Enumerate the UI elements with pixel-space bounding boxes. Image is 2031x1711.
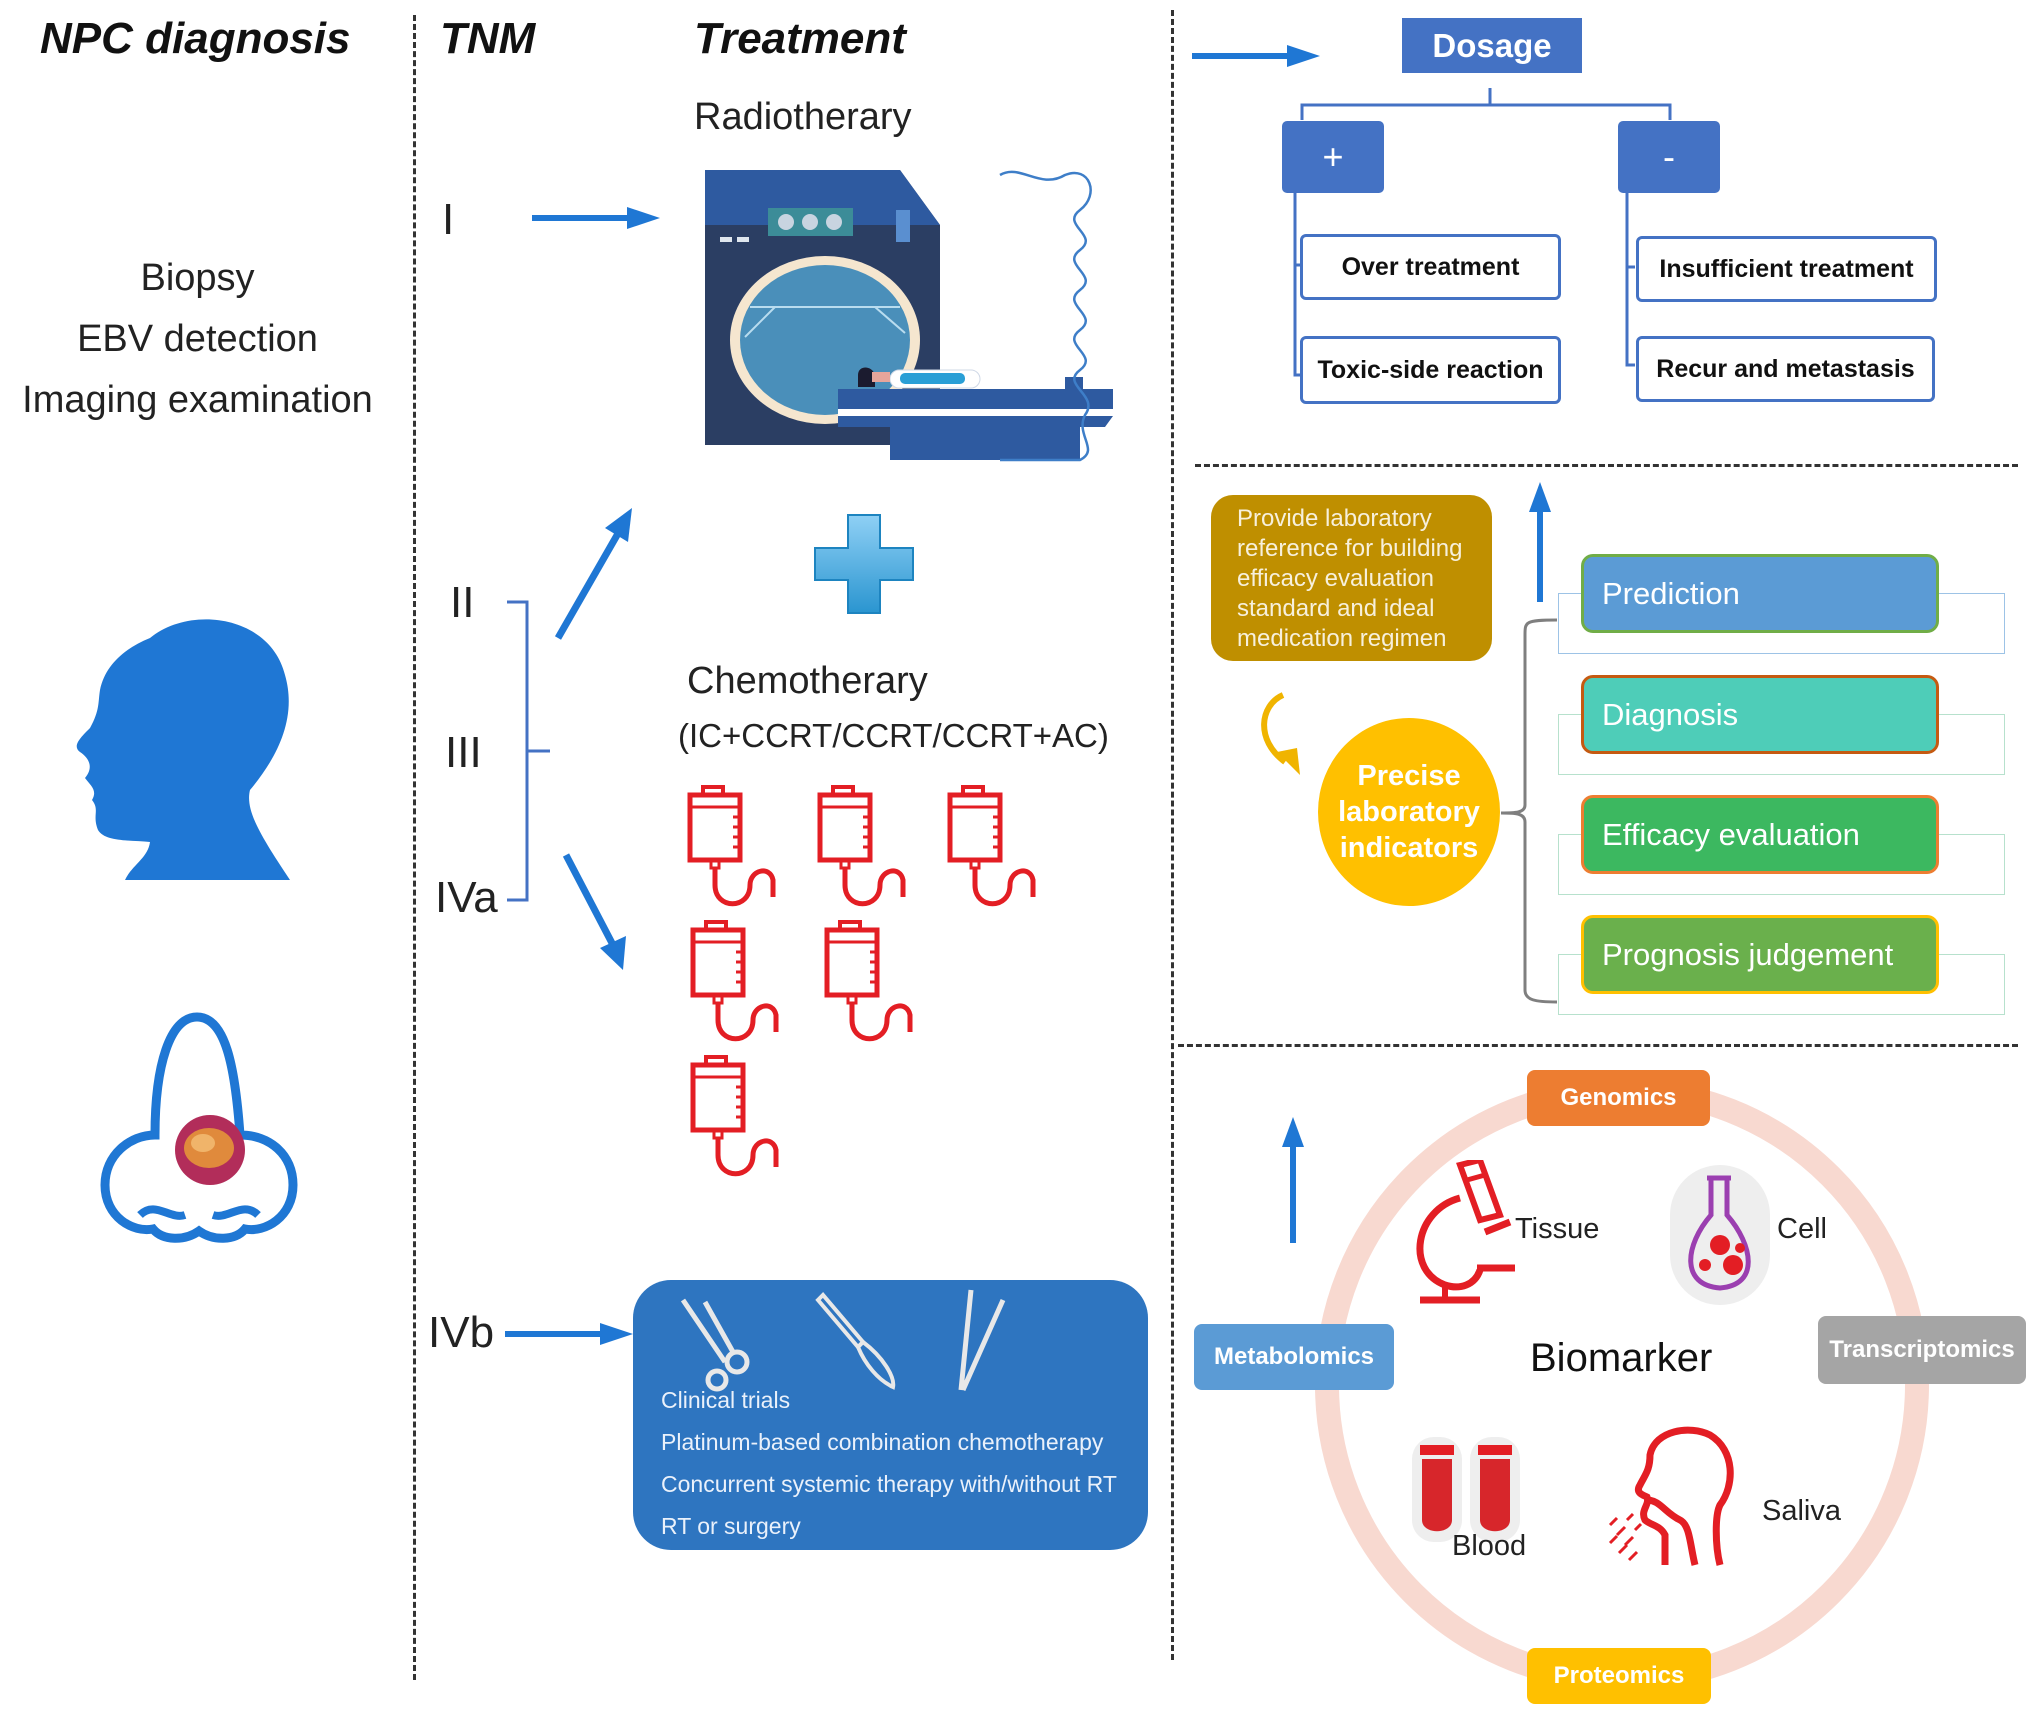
ivb-line: Concurrent systemic therapy with/without… — [661, 1471, 1117, 1497]
nose-tumor-icon — [100, 1012, 298, 1243]
saliva-head-icon — [1608, 1426, 1734, 1566]
arrow-up-right-icon — [554, 508, 632, 640]
tweezers-icon — [958, 1289, 1006, 1392]
arrow-right-icon — [532, 207, 660, 229]
arrow-up-icon — [1282, 1117, 1304, 1243]
stage-ivb: IVb — [428, 1308, 495, 1357]
diagnosis-method: Imaging examination — [22, 379, 373, 421]
header-tnm: TNM — [440, 14, 536, 63]
iv-bag-icon — [690, 920, 779, 1042]
precise-lab-indicators-label: Precise laboratory indicators — [1338, 760, 1480, 864]
diagnosis-method: EBV detection — [77, 318, 318, 360]
scalpel-icon — [815, 1292, 896, 1390]
biomarker-cycle-ring — [1315, 1078, 1929, 1692]
header-treatment: Treatment — [694, 14, 906, 63]
application-prognosis-judgement: Prognosis judgement — [1581, 915, 1939, 994]
curved-arrow-icon — [1261, 692, 1300, 775]
dosage-minus-box: - — [1618, 121, 1720, 193]
chemotherapy-regimen: (IC+CCRT/CCRT/CCRT+AC) — [678, 717, 1109, 754]
application-prediction: Prediction — [1581, 554, 1939, 633]
omics-transcriptomics: Transcriptomics — [1818, 1316, 2026, 1384]
column-divider-2 — [1171, 10, 1174, 1660]
iv-bag-icon — [824, 920, 913, 1042]
stage-iva: IVa — [435, 873, 498, 922]
diagnosis-method: Biopsy — [140, 257, 255, 299]
sample-cell: Cell — [1777, 1213, 1827, 1245]
dosage-tree-lines — [1293, 88, 1672, 377]
scissors-icon — [680, 1298, 750, 1392]
blood-tubes-icon — [1412, 1437, 1520, 1542]
arrow-down-right-icon — [562, 853, 626, 970]
application-efficacy-evaluation: Efficacy evaluation — [1581, 795, 1939, 874]
arrow-right-icon — [505, 1323, 633, 1345]
dosage-title: Dosage — [1402, 18, 1582, 73]
laboratory-reference-box: Provide laboratory reference for buildin… — [1211, 495, 1492, 661]
row-divider-2 — [1178, 1044, 2018, 1047]
stage-ii: II — [450, 578, 475, 627]
stage-bracket-icon — [507, 600, 550, 902]
arrow-right-icon — [1192, 45, 1320, 67]
plus-icon — [814, 514, 914, 614]
row-divider-1 — [1195, 464, 2018, 467]
biomarker-label: Biomarker — [1530, 1336, 1713, 1380]
header-npc-diagnosis: NPC diagnosis — [40, 14, 351, 63]
omics-proteomics: Proteomics — [1527, 1648, 1711, 1704]
iv-bag-icon — [817, 785, 906, 907]
ivb-line: Clinical trials — [661, 1387, 791, 1413]
sample-blood: Blood — [1452, 1530, 1527, 1562]
outcome-toxic-side-reaction: Toxic-side reaction — [1300, 336, 1561, 404]
iv-bag-icon — [947, 785, 1036, 907]
outcome-over-treatment: Over treatment — [1300, 234, 1561, 300]
flask-icon — [1670, 1165, 1770, 1305]
head-silhouette-icon — [76, 619, 290, 880]
ivb-treatment-box: Clinical trials Platinum-based combinati… — [633, 1280, 1148, 1550]
column-divider-1 — [413, 15, 416, 1680]
sample-tissue: Tissue — [1515, 1213, 1600, 1245]
stage-iii: III — [445, 728, 482, 777]
arrow-up-icon — [1529, 482, 1551, 602]
dosage-plus-box: + — [1282, 121, 1384, 193]
application-diagnosis: Diagnosis — [1581, 675, 1939, 754]
iv-bag-icon — [690, 1055, 779, 1177]
iv-bag-icon — [687, 785, 776, 907]
chemotherapy-label: Chemotherary — [687, 660, 928, 702]
lab-bracket-lines — [1500, 618, 1558, 1004]
omics-metabolomics: Metabolomics — [1194, 1324, 1394, 1390]
radiotherapy-machine-icon — [705, 170, 1113, 462]
radiotherapy-label: Radiotherary — [694, 96, 912, 138]
sample-saliva: Saliva — [1762, 1495, 1841, 1527]
ivb-line: RT or surgery — [661, 1513, 801, 1539]
outcome-recur-metastasis: Recur and metastasis — [1636, 336, 1935, 402]
ivb-line: Platinum-based combination chemotherapy — [661, 1429, 1104, 1455]
omics-genomics: Genomics — [1527, 1070, 1710, 1126]
diagnosis-methods: Biopsy EBV detection Imaging examination — [0, 248, 395, 431]
outcome-insufficient-treatment: Insufficient treatment — [1636, 236, 1937, 302]
precise-lab-indicators: Precise laboratory indicators — [1318, 718, 1500, 906]
stage-i: I — [442, 195, 455, 244]
microscope-icon — [1416, 1160, 1515, 1304]
